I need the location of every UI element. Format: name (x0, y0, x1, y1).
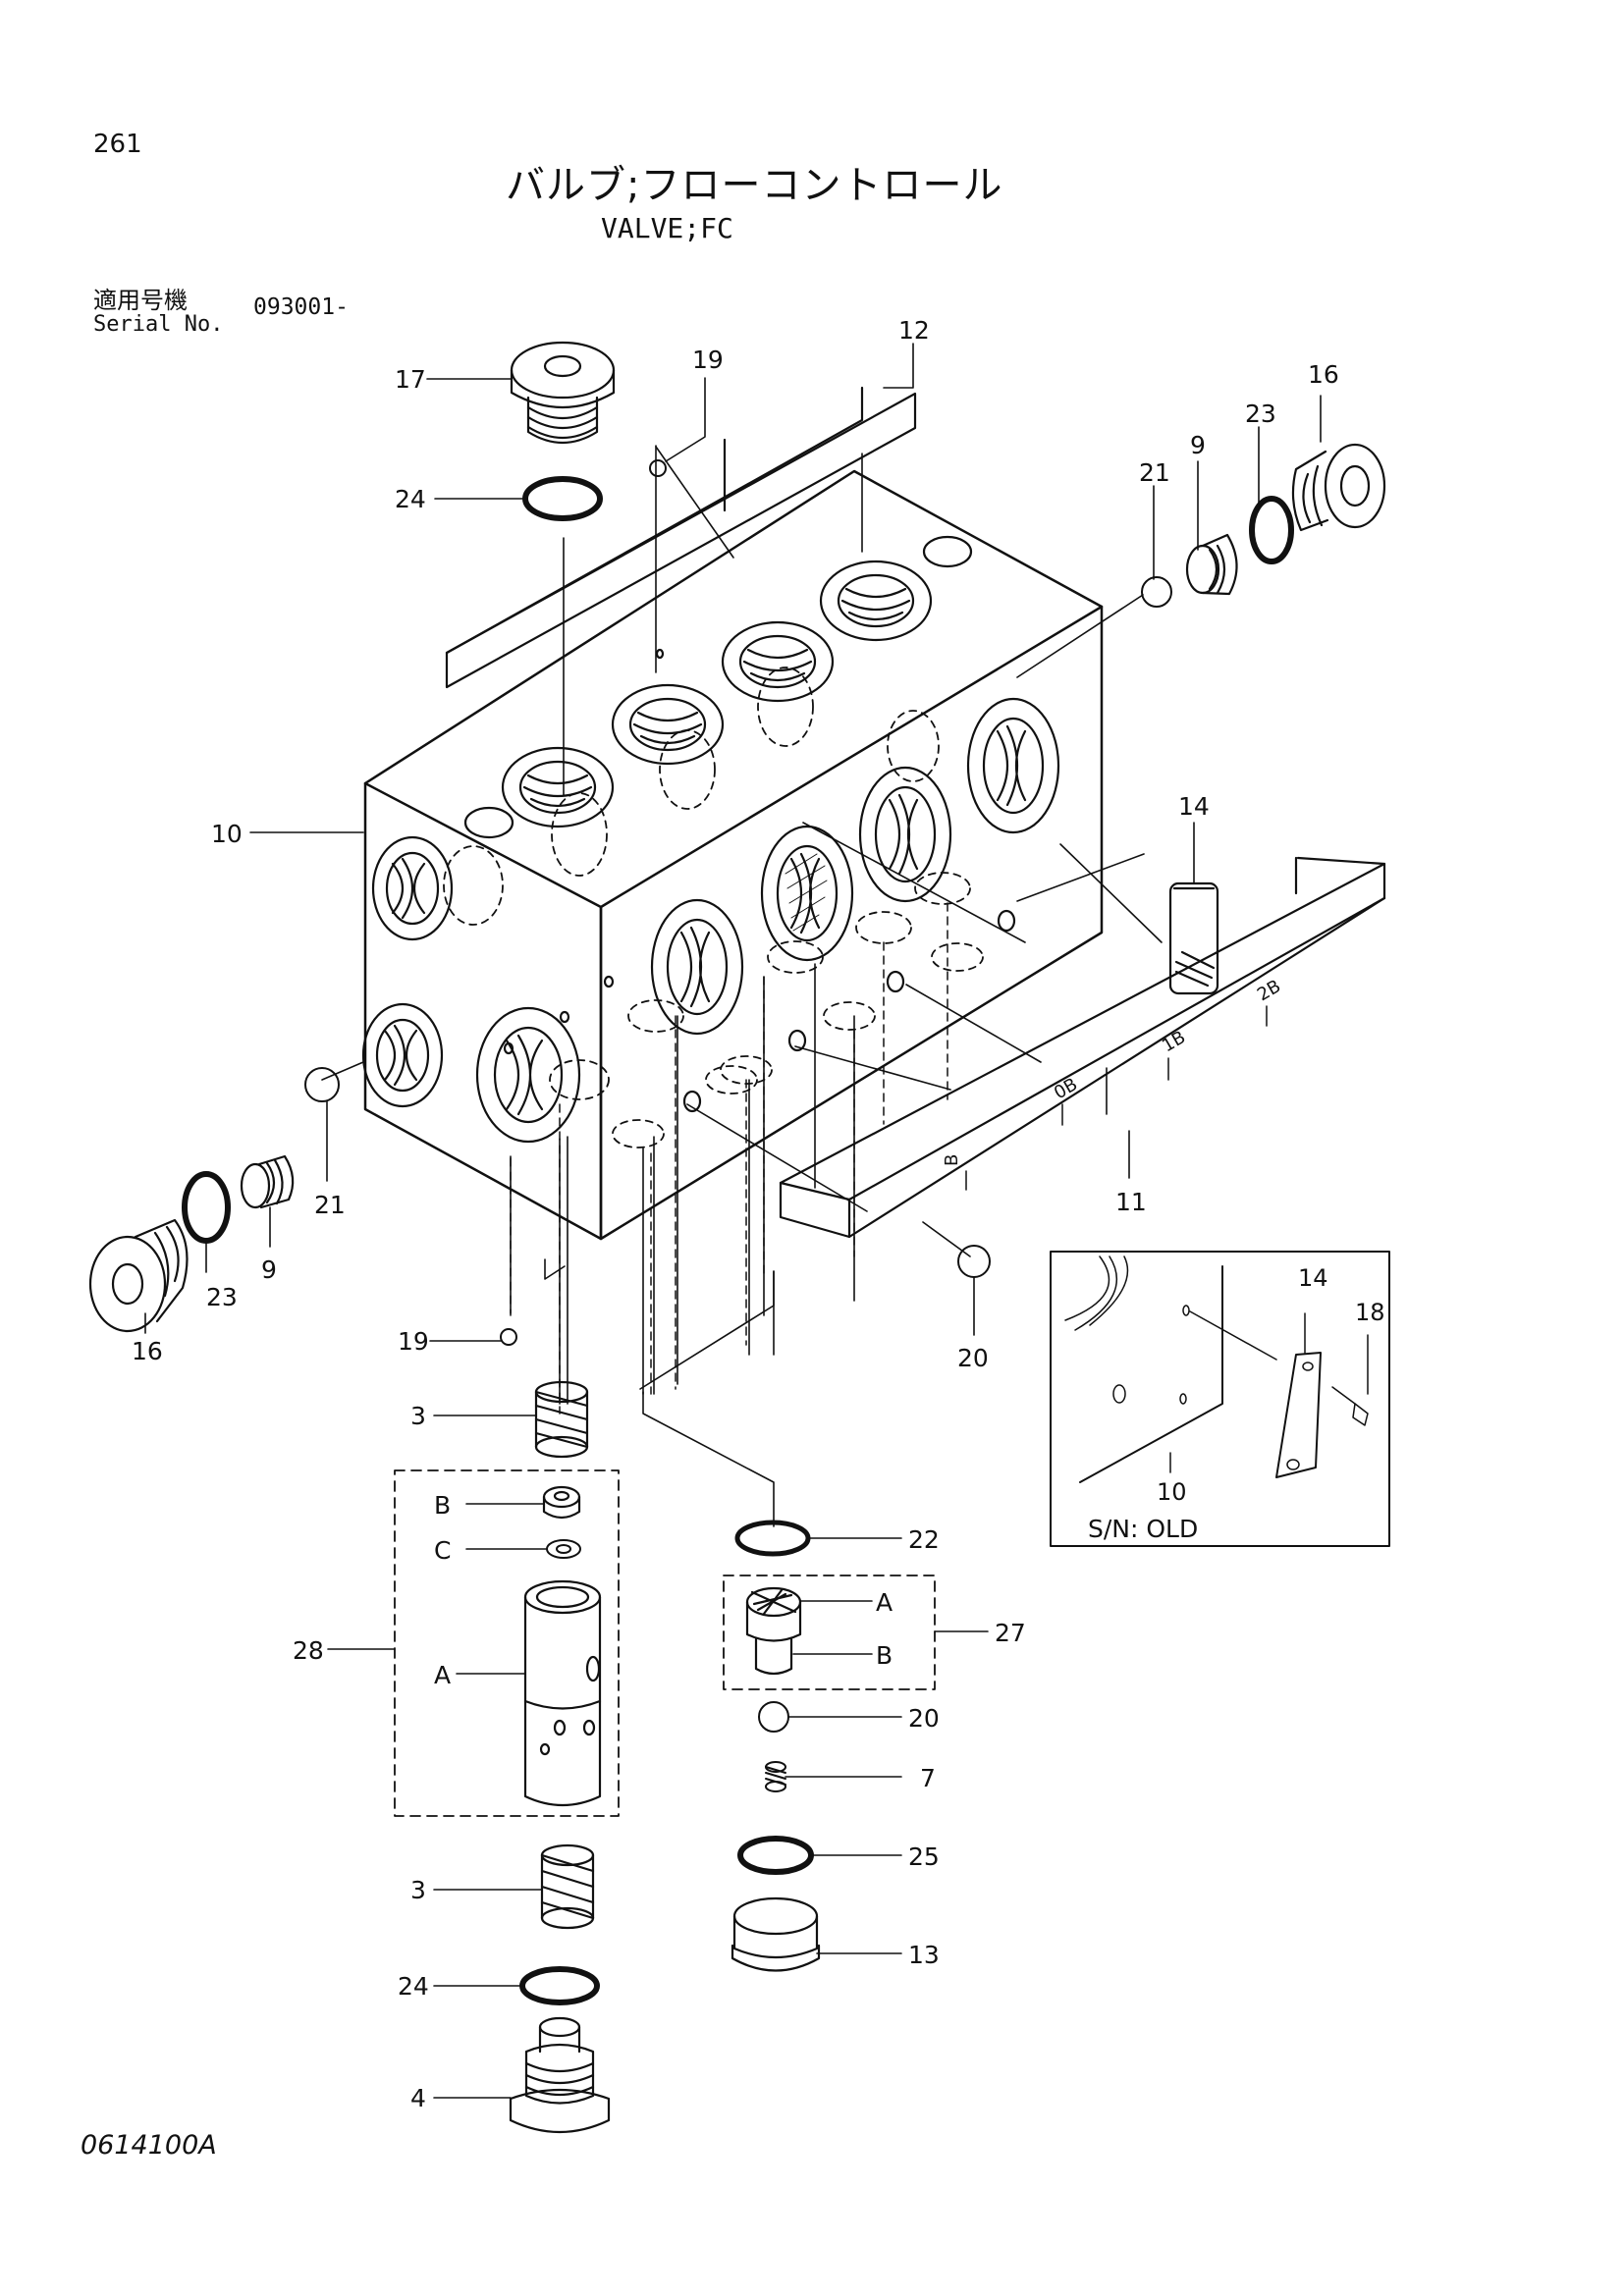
callout-17: 17 (395, 365, 426, 394)
ball-19-top-icon (649, 459, 667, 477)
spring-3-bottom-icon (540, 1843, 595, 1930)
gasket-plate (445, 386, 917, 689)
ball-19-bottom-icon (500, 1328, 517, 1346)
name-plate-14-icon (1168, 881, 1219, 995)
callout-25: 25 (908, 1842, 940, 1871)
plate-mark-1B: 1B (1159, 1027, 1189, 1056)
ball-20-mid-icon (957, 1245, 991, 1278)
ball-21-right-icon (1141, 576, 1172, 608)
document-id: 0614100A (81, 2130, 217, 2161)
assembly-28-box (394, 1469, 620, 1817)
plug-4-icon (509, 2016, 611, 2134)
callout-22: 22 (908, 1525, 940, 1554)
washer-28C-icon (546, 1539, 581, 1559)
valve-plate (779, 856, 1386, 1239)
seat-28B-icon (542, 1485, 581, 1520)
callout-leader-lines (144, 343, 1322, 2099)
callout-21-left: 21 (314, 1191, 346, 1219)
callout-labels: 17 24 19 12 21 9 23 16 10 14 11 16 23 9 … (132, 316, 1339, 2112)
assembly-27-box (723, 1575, 936, 1690)
plug-16-right-icon (1291, 443, 1386, 532)
inset-old-serial: 14 18 10 S/N: OLD (1050, 1251, 1390, 1547)
serial-label-english: Serial No. (93, 312, 224, 337)
callout-16-right: 16 (1308, 360, 1339, 389)
callout-10: 10 (211, 820, 243, 848)
title-english: VALVE;FC (601, 212, 733, 244)
callout-14: 14 (1178, 792, 1210, 821)
assembly-guide-lines (321, 445, 1163, 1527)
callout-28-A: A (434, 1661, 451, 1689)
page-number: 261 (93, 130, 142, 159)
o-ring-23-left-icon (182, 1171, 231, 1244)
o-ring-22-icon (734, 1520, 811, 1557)
check-9-left-icon (240, 1154, 295, 1209)
plug-17-icon (510, 341, 616, 444)
callout-12: 12 (898, 316, 930, 345)
callout-24-top: 24 (395, 485, 426, 513)
callout-20-lower: 20 (908, 1704, 940, 1733)
callout-16-left: 16 (132, 1337, 163, 1365)
callout-9-right: 9 (1190, 431, 1206, 459)
callout-27-B: B (876, 1641, 893, 1670)
callout-11: 11 (1115, 1188, 1147, 1216)
ball-21-left-icon (304, 1067, 340, 1102)
callout-28-B: B (434, 1491, 451, 1520)
check-9-right-icon (1185, 533, 1238, 596)
callout-27-A: A (876, 1588, 893, 1617)
callout-24-bottom: 24 (398, 1972, 429, 2001)
valve-body (361, 469, 1104, 1241)
o-ring-23-right-icon (1249, 496, 1294, 564)
serial-label-japanese: 適用号機 (93, 287, 188, 314)
callout-21-right: 21 (1139, 458, 1170, 487)
callout-9-left: 9 (261, 1255, 277, 1284)
spool-28A-icon (523, 1579, 602, 1807)
hatched-port-detail (785, 853, 828, 932)
inset-callout-10: 10 (1157, 1478, 1187, 1506)
spring-7-icon (765, 1761, 786, 1792)
callout-3-top: 3 (410, 1402, 426, 1430)
callout-23-right: 23 (1245, 400, 1276, 428)
callout-13: 13 (908, 1941, 940, 1969)
callout-27: 27 (995, 1619, 1026, 1647)
o-ring-24-top-icon (522, 476, 603, 521)
serial-number-value: 093001- (253, 294, 349, 320)
callout-19-top: 19 (692, 346, 724, 374)
plug-16-left-icon (88, 1218, 189, 1333)
plug-13-icon (731, 1896, 821, 1972)
strainer-27-icon (745, 1586, 802, 1676)
callout-7: 7 (920, 1764, 936, 1792)
inset-callout-14: 14 (1298, 1264, 1328, 1292)
ball-20-lower-icon (758, 1701, 789, 1733)
o-ring-25-icon (737, 1836, 814, 1875)
title-japanese: バルブ;フローコントロール (506, 163, 1003, 208)
inset-label: S/N: OLD (1088, 1515, 1198, 1543)
plate-mark-B: B (942, 1154, 962, 1166)
callout-20-mid: 20 (957, 1344, 989, 1372)
callout-3-bottom: 3 (410, 1876, 426, 1904)
hidden-guide-lines (510, 902, 948, 1415)
callout-4: 4 (410, 2084, 426, 2112)
callout-23-left: 23 (206, 1283, 238, 1311)
spring-3-top-icon (534, 1380, 589, 1459)
plate-mark-0B: 0B (1051, 1074, 1081, 1103)
o-ring-24-bottom-icon (519, 1966, 600, 2005)
callout-28-C: C (434, 1536, 451, 1565)
inset-callout-18: 18 (1355, 1299, 1385, 1326)
plate-mark-2B: 2B (1254, 976, 1284, 1005)
callout-19-bottom: 19 (398, 1327, 429, 1356)
callout-28: 28 (293, 1636, 324, 1665)
